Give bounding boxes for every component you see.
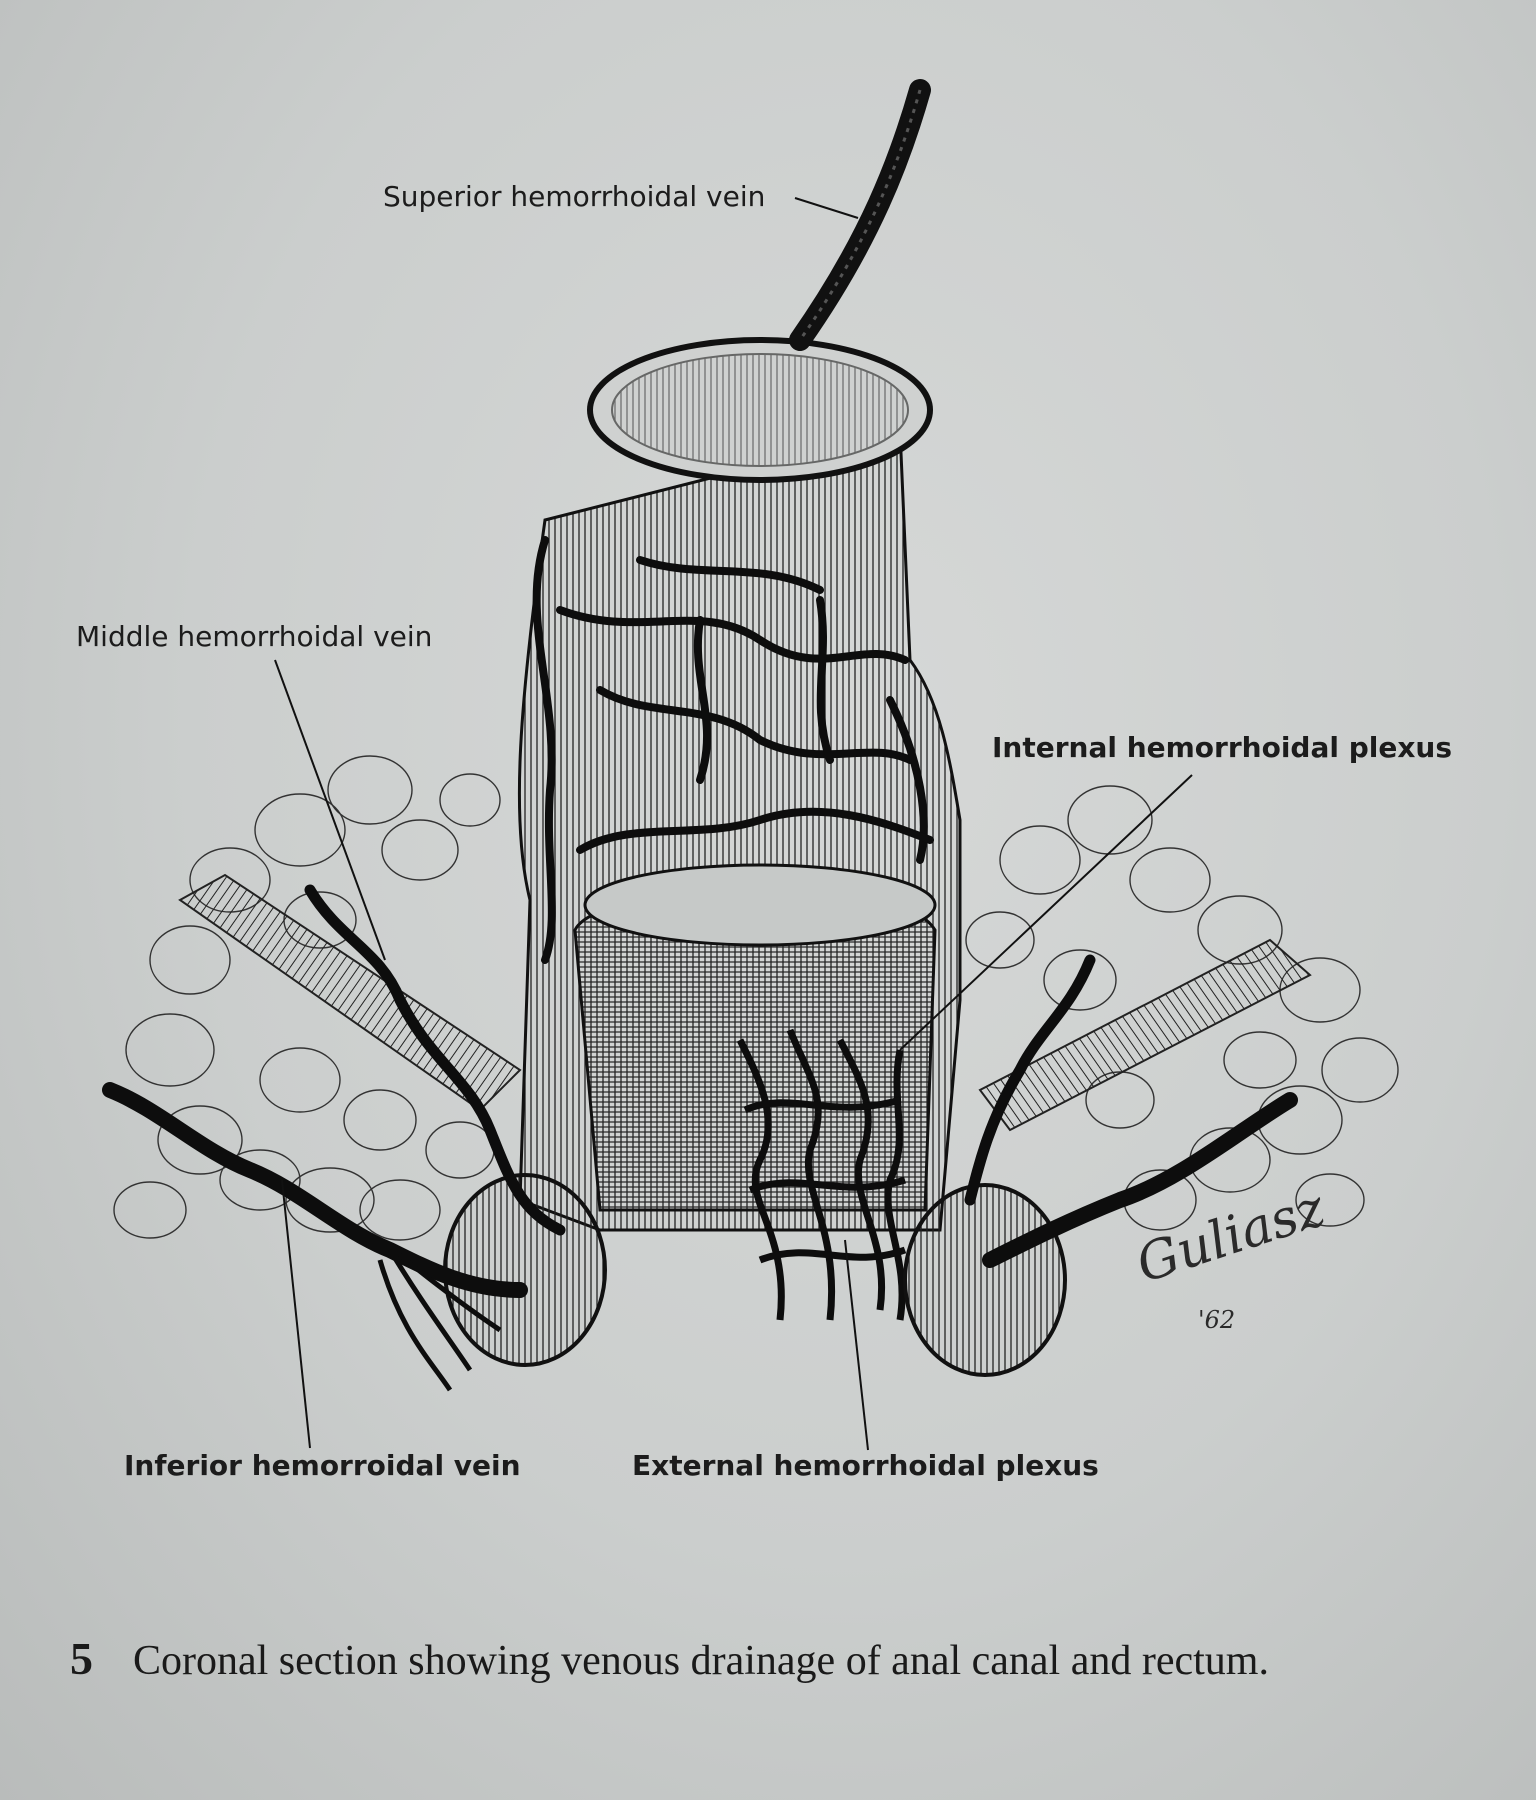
levator-ani-right bbox=[978, 938, 1312, 1132]
label-superior-hemorrhoidal-vein: Superior hemorrhoidal vein bbox=[383, 180, 766, 213]
middle-hemorrhoidal-vein bbox=[304, 884, 566, 1236]
right-middle-vein bbox=[964, 954, 1096, 1206]
figure-caption: 5 Coronal section showing venous drainage… bbox=[70, 1632, 1269, 1685]
label-internal-hemorrhoidal-plexus: Internal hemorrhoidal plexus bbox=[992, 731, 1453, 764]
label-inferior-hemorroidal-vein: Inferior hemorroidal vein bbox=[124, 1449, 521, 1482]
leader-external bbox=[844, 1239, 869, 1451]
rectal-veins bbox=[532, 536, 934, 964]
superior-hemorrhoidal-vein bbox=[789, 79, 931, 351]
figure-number: 5 bbox=[70, 1633, 93, 1684]
leader-internal bbox=[899, 774, 1193, 1051]
artist-signature-year: '62 bbox=[1198, 1306, 1236, 1334]
label-middle-hemorrhoidal-vein: Middle hemorrhoidal vein bbox=[76, 620, 433, 653]
levator-ani-left bbox=[178, 873, 522, 1112]
leader-middle bbox=[274, 659, 386, 961]
leader-lines bbox=[274, 197, 1193, 1451]
anal-margin-right bbox=[903, 1183, 1067, 1377]
fat-tissue-left bbox=[113, 755, 501, 1241]
label-external-hemorrhoidal-plexus: External hemorrhoidal plexus bbox=[632, 1449, 1099, 1482]
external-plexus-lattice bbox=[736, 1028, 907, 1321]
right-perineal-vein bbox=[982, 1092, 1298, 1268]
inferior-hemorroidal-vein bbox=[102, 1082, 528, 1298]
leader-inferior bbox=[281, 1179, 311, 1449]
figure-caption-text: Coronal section showing venous drainage … bbox=[133, 1638, 1269, 1684]
leader-superior bbox=[794, 197, 859, 219]
